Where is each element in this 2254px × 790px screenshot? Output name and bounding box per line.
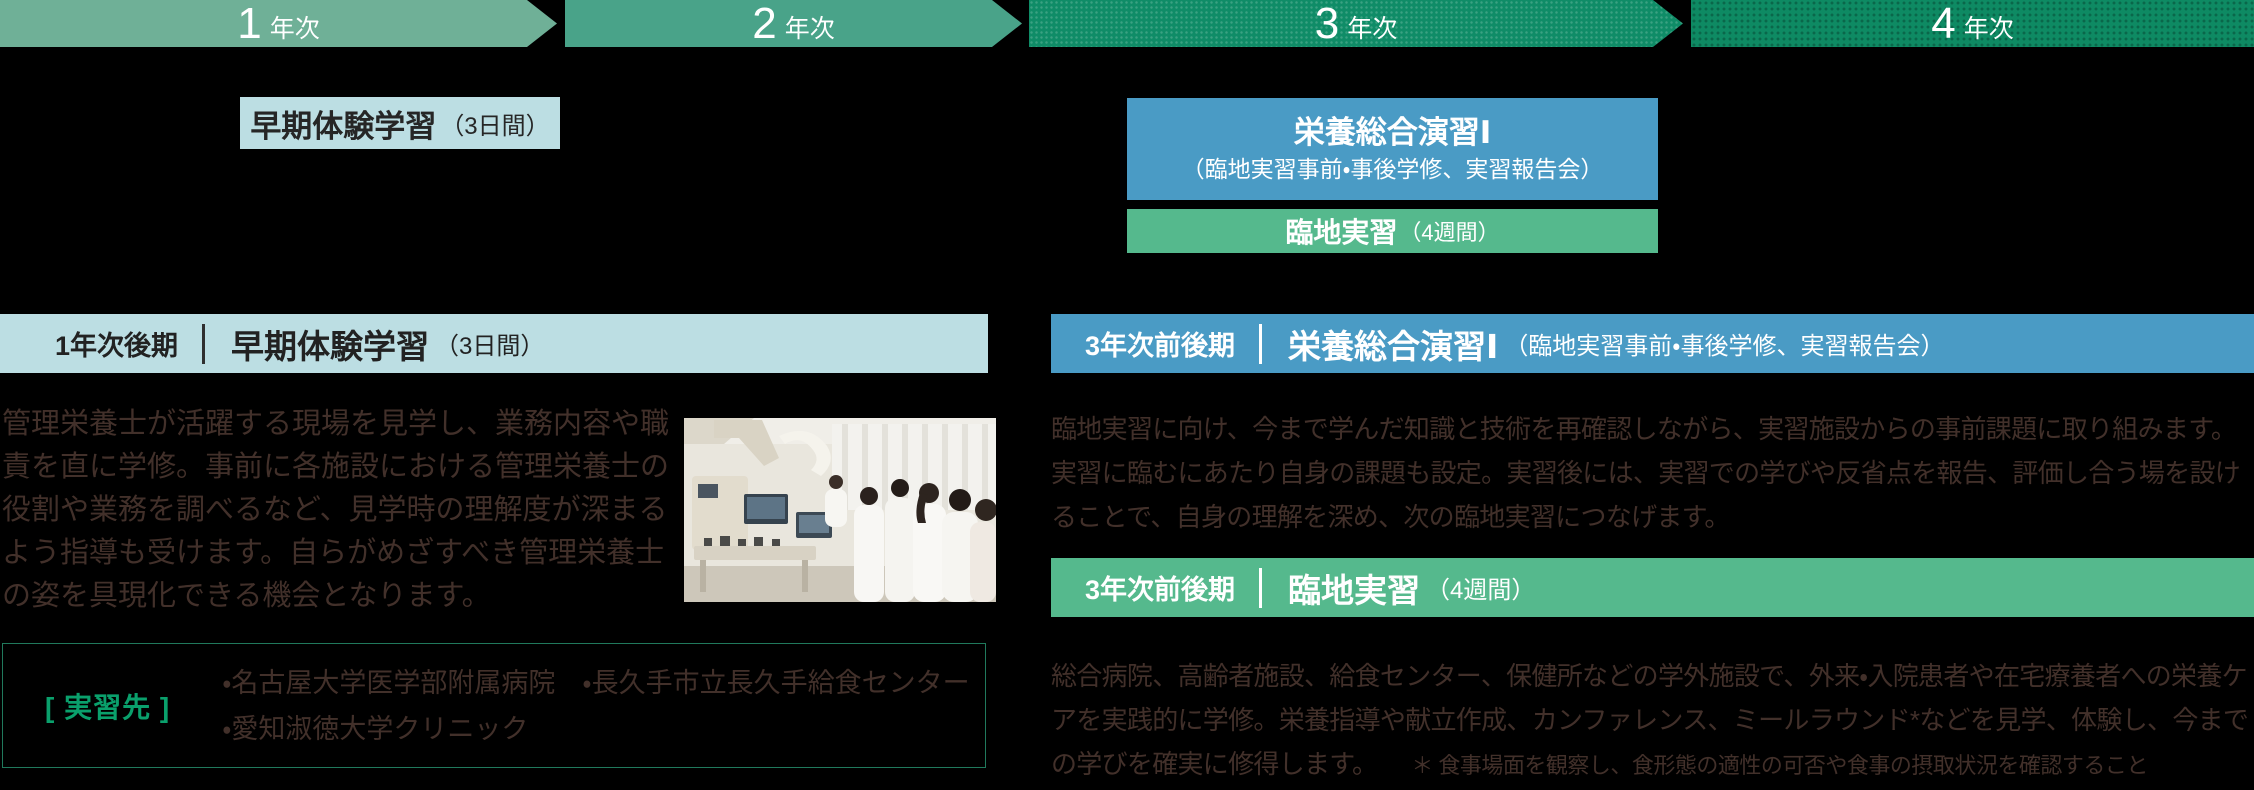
section-note: （3日間） <box>435 333 545 360</box>
section-header-early-experience: 1年次後期 早期体験学習 （3日間） <box>0 314 988 373</box>
section-note: （臨地実習事前・事後学修、実習報告会） <box>1504 333 1945 360</box>
practicum-sites-list: ・名古屋大学医学部附属病院 ・長久手市立長久手給食センター ・愛知淑徳大学クリニ… <box>222 660 969 752</box>
nutrition-seminar-description: 臨地実習に向け、今まで学んだ知識と技術を再確認しながら、実習施設からの事前課題に… <box>1051 414 2241 532</box>
practicum-site-line: ・名古屋大学医学部附属病院 ・長久手市立長久手給食センター <box>222 667 970 698</box>
nutrition-seminar-subtitle: （臨地実習事前・事後学修、実習報告会） <box>1181 156 1604 182</box>
onsite-training-duration: （4週間） <box>1399 220 1500 245</box>
section-title: 早期体験学習 <box>231 327 430 365</box>
hospital-training-photo <box>684 418 996 602</box>
year-banner-1: 1 年次 <box>0 0 557 47</box>
year-banner-3: 3 年次 <box>1029 0 1683 47</box>
section-term: 1年次後期 <box>55 331 179 361</box>
early-experience-box: 早期体験学習 （3日間） <box>240 97 560 149</box>
practicum-sites-label: [ 実習先 ] <box>45 691 171 723</box>
divider <box>202 323 206 364</box>
early-experience-title: 早期体験学習 <box>250 108 437 144</box>
year-suffix: 年次 <box>269 14 320 43</box>
year-suffix: 年次 <box>1963 14 2014 43</box>
year-number: 4 <box>1931 0 1956 48</box>
nutrition-seminar-title: 栄養総合演習Ⅰ <box>1293 115 1492 150</box>
practicum-sites-box: [ 実習先 ] ・名古屋大学医学部附属病院 ・長久手市立長久手給食センター ・愛… <box>2 643 986 768</box>
onsite-training-description: 総合病院、高齢者施設、給食センター、保健所などの学外施設で、外来・入院患者や在宅… <box>1051 654 2254 788</box>
year-number: 1 <box>237 0 262 48</box>
section-header-onsite-training: 3年次前後期 臨地実習 （4週間） <box>1051 558 2254 617</box>
section-header-nutrition-seminar: 3年次前後期 栄養総合演習Ⅰ （臨地実習事前・事後学修、実習報告会） <box>1051 314 2254 373</box>
section-term: 3年次前後期 <box>1085 575 1236 605</box>
onsite-training-title: 臨地実習 <box>1285 217 1398 248</box>
early-experience-duration: （3日間） <box>440 112 550 140</box>
year-banner-2: 2 年次 <box>565 0 1022 47</box>
year-banner-4: 4 年次 <box>1691 0 2254 47</box>
section-title: 栄養総合演習Ⅰ <box>1288 327 1499 365</box>
practicum-site-line: ・愛知淑徳大学クリニック <box>222 713 529 744</box>
onsite-training-body: 総合病院、高齢者施設、給食センター、保健所などの学外施設で、外来・入院患者や在宅… <box>1051 661 2249 779</box>
nutrition-seminar-box: 栄養総合演習Ⅰ （臨地実習事前・事後学修、実習報告会） <box>1127 98 1658 200</box>
year-number: 3 <box>1314 0 1340 48</box>
early-experience-description: 管理栄養士が活躍する現場を見学し、業務内容や職責を直に学修。事前に各施設における… <box>2 408 670 612</box>
year-suffix: 年次 <box>1347 14 1398 43</box>
year-number: 2 <box>752 0 777 48</box>
divider <box>1259 323 1263 364</box>
section-title: 臨地実習 <box>1288 571 1421 609</box>
section-note: （4週間） <box>1426 577 1536 604</box>
meal-round-footnote: ＊ 食事場面を観察し、食形態の適性の可否や食事の摂取状況を確認すること <box>1411 753 2148 778</box>
divider <box>1259 567 1263 608</box>
section-term: 3年次前後期 <box>1085 331 1236 361</box>
year-suffix: 年次 <box>784 14 835 43</box>
onsite-training-box: 臨地実習 （4週間） <box>1127 209 1658 253</box>
